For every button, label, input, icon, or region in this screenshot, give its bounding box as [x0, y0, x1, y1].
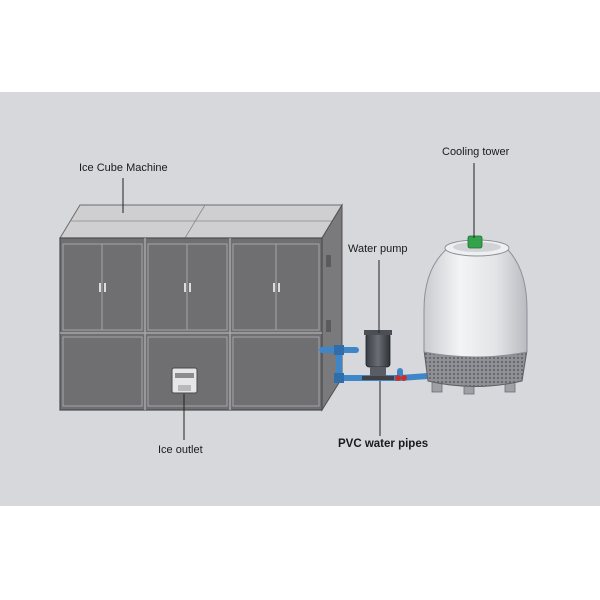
label-water-pump: Water pump: [348, 243, 408, 255]
label-leader-lines: [122, 163, 475, 440]
water-pump: [362, 330, 394, 380]
cooling-tower-fan: [467, 235, 483, 249]
label-cooling-tower: Cooling tower: [442, 146, 510, 158]
label-ice-cube-machine: Ice Cube Machine: [79, 162, 168, 174]
cooling-tower: [423, 235, 528, 395]
ice-outlet-chute: [171, 367, 198, 394]
machine-top-panel: [59, 204, 343, 239]
ice-cube-machine: [59, 203, 343, 412]
label-ice-outlet: Ice outlet: [158, 444, 203, 456]
label-pvc-water-pipes: PVC water pipes: [338, 438, 429, 450]
